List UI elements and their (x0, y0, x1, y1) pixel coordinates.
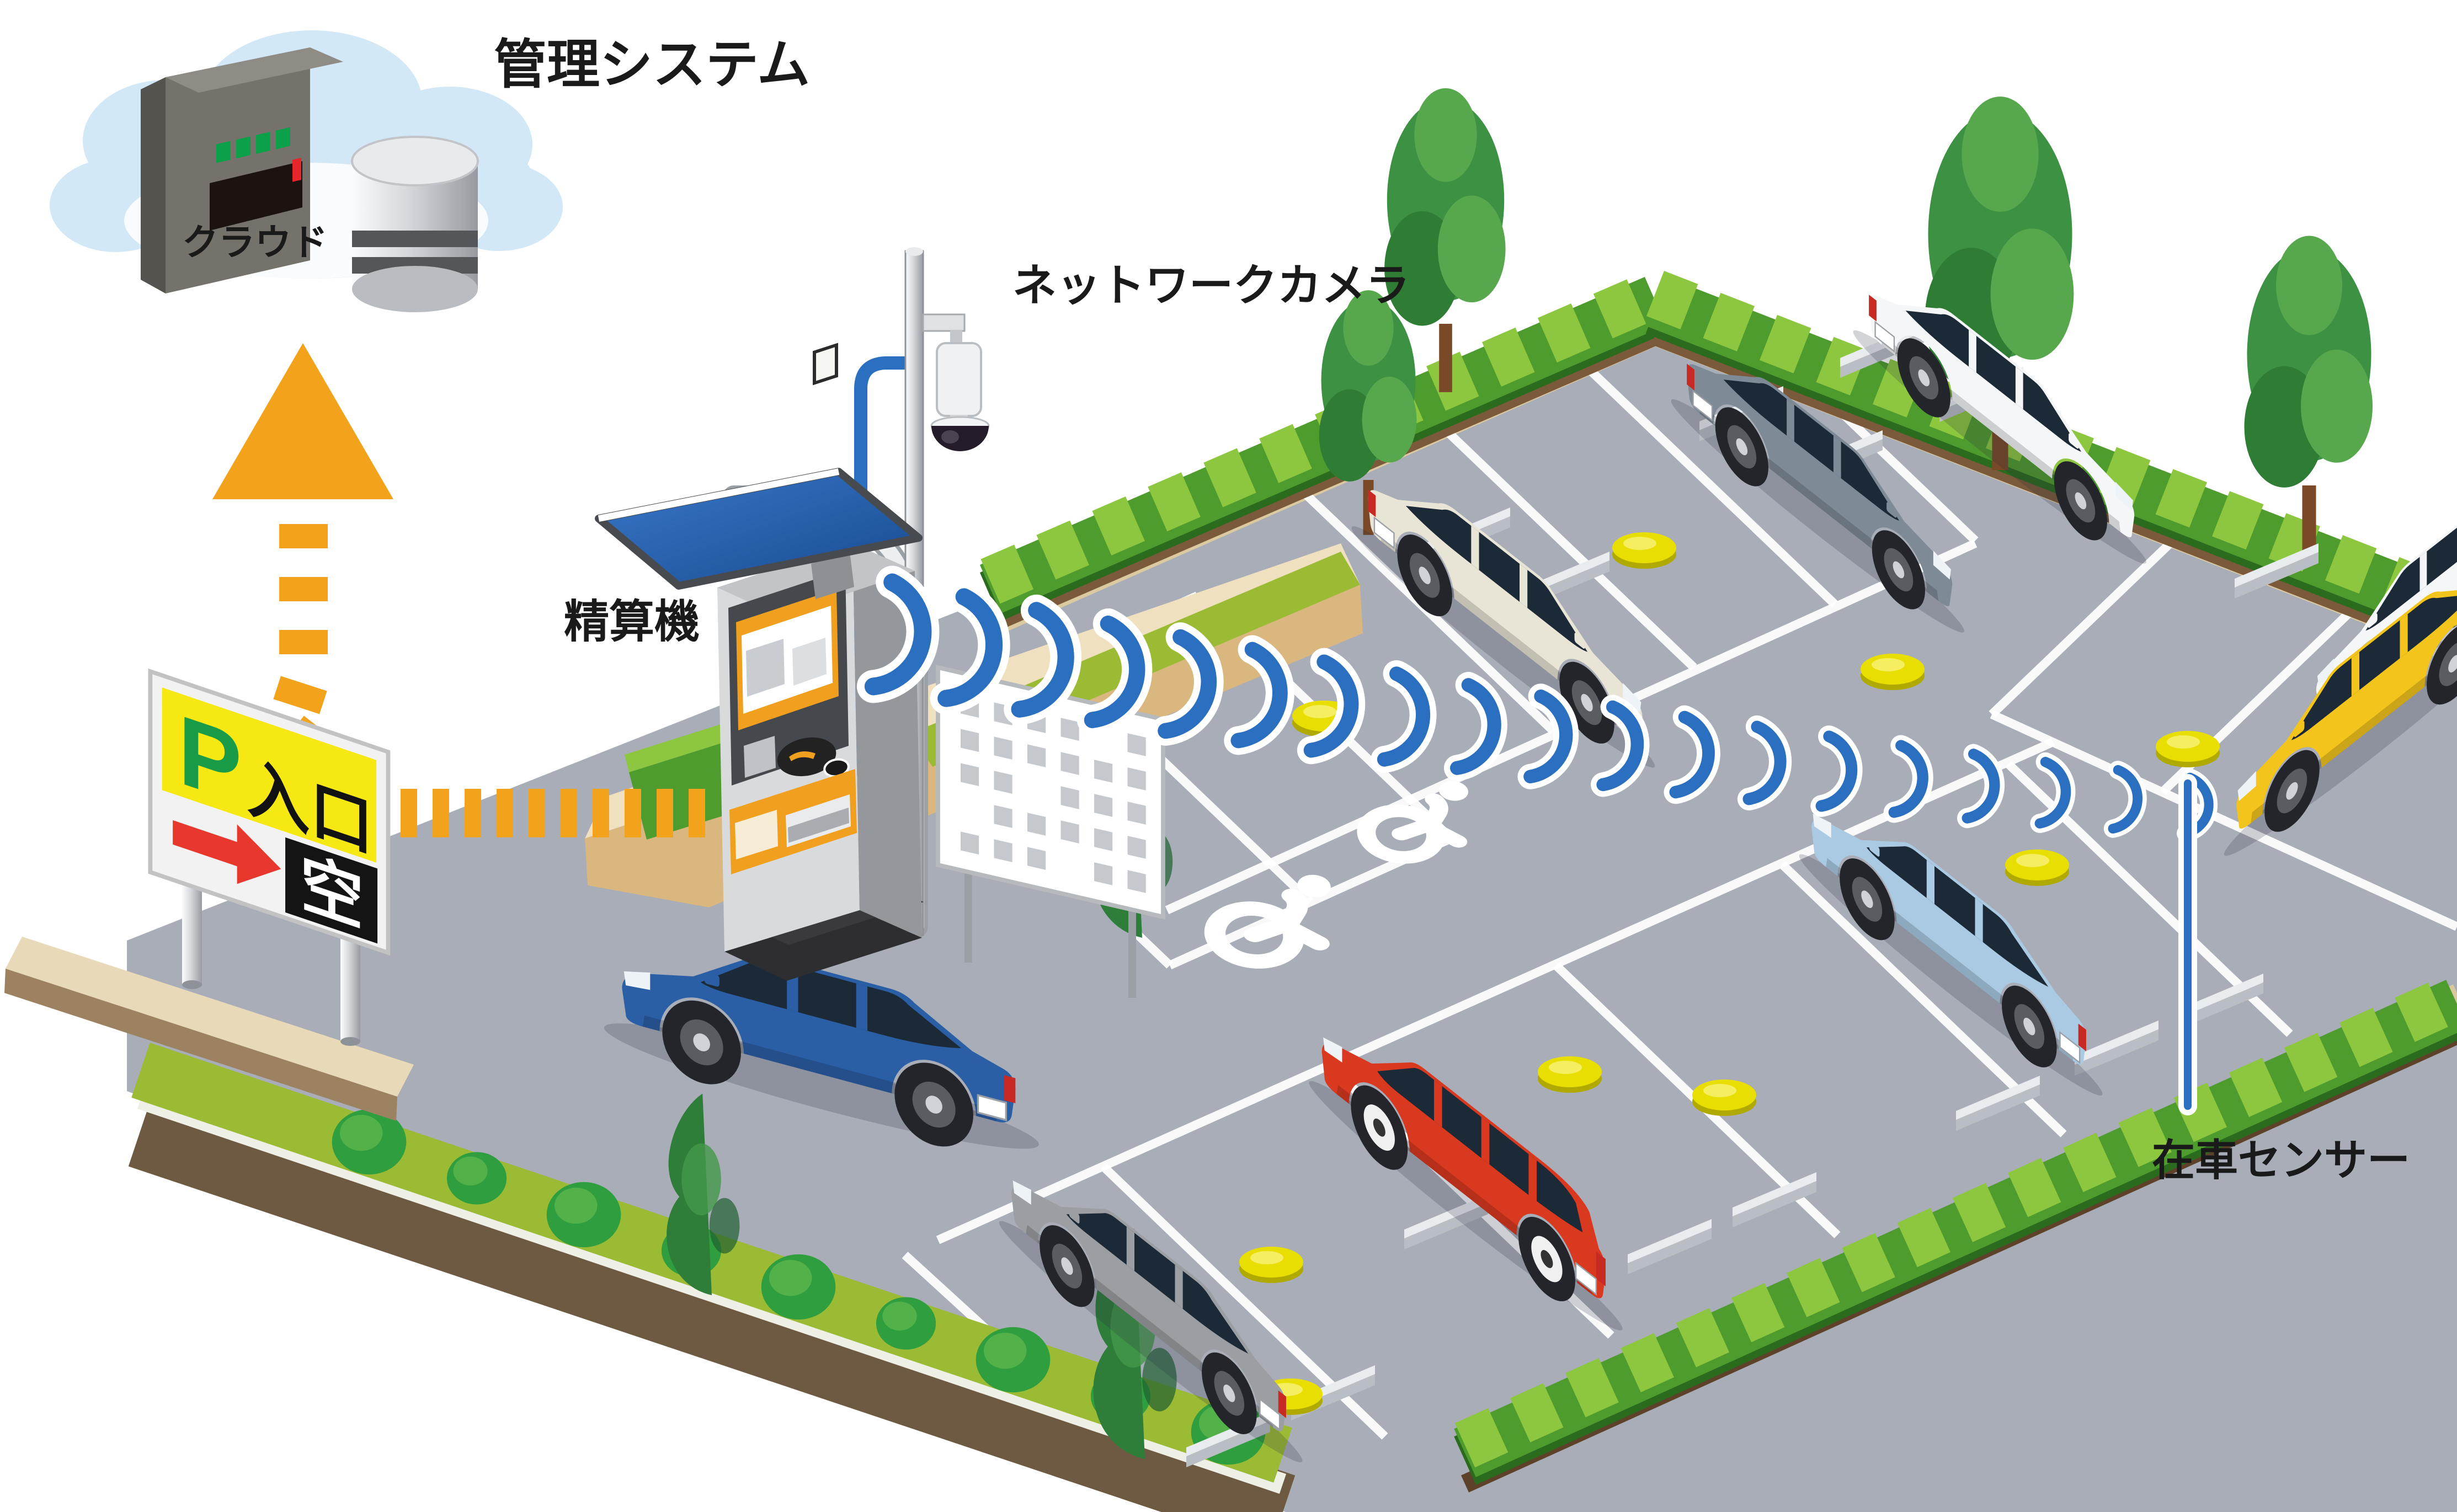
vehicle-sensor-icon (1861, 654, 1925, 690)
dot-sign-cell (1127, 767, 1146, 790)
server-icon (141, 47, 343, 293)
sign-arrow-icon (173, 820, 281, 884)
dot-sign-cell (1127, 836, 1146, 859)
vehicle-sensor-icon (1692, 1080, 1756, 1116)
bush-icon (876, 1297, 936, 1350)
dot-sign-cell (994, 805, 1012, 829)
dot-sign-cell (960, 763, 979, 787)
dot-sign-cell (1060, 718, 1079, 741)
bush-icon (976, 1327, 1051, 1393)
vehicle-sensor-icon (1239, 1247, 1303, 1283)
entrance-sign: P 入口 空 (4, 668, 414, 1121)
network-camera-icon (922, 313, 990, 451)
vehicle-sensor-icon (2156, 731, 2220, 767)
dot-sign-cell (960, 729, 979, 752)
dot-sign-cell (1094, 794, 1113, 817)
database-icon (351, 136, 479, 312)
sign-p-letter: P (178, 694, 242, 825)
dot-sign-cell (1027, 744, 1046, 767)
payment-machine-label: 精算機 (564, 597, 700, 647)
dot-sign-cell (1027, 847, 1046, 870)
vehicle-sensor-icon (1612, 532, 1676, 569)
tree-icon (2244, 236, 2373, 558)
dot-sign-cell (1094, 760, 1113, 783)
data-flow-arrow (212, 343, 705, 837)
cloud-group: クラウド (50, 30, 563, 312)
bush-icon (546, 1182, 621, 1248)
management-system-label: 管理システム (494, 35, 810, 94)
hedge-bottom-right (1454, 974, 2457, 1493)
dot-sign-cell (1060, 820, 1079, 843)
dot-sign-cell (1127, 733, 1146, 756)
bush-icon (761, 1254, 836, 1320)
dot-sign-cell (1094, 828, 1113, 851)
dot-sign-cells (960, 694, 1146, 893)
cloud-label: クラウド (182, 222, 328, 263)
dot-sign-cell (1127, 802, 1146, 825)
payment-machine (717, 343, 924, 981)
dot-sign-cell (1060, 786, 1079, 809)
card-slot (813, 343, 838, 386)
dot-sign-cell (1094, 862, 1113, 885)
vehicle-sensor-icon (1538, 1056, 1602, 1093)
vehicle-sensor-label: 在車センサー (2152, 1136, 2410, 1184)
dot-sign-cell (1060, 752, 1079, 775)
dot-sign-cell (994, 736, 1012, 760)
canopy (595, 468, 923, 599)
bush-icon (446, 1152, 507, 1205)
dot-sign-cell (994, 771, 1012, 794)
network-camera-label: ネットワークカメラ (1012, 261, 1410, 310)
dot-sign-cell (1027, 813, 1046, 836)
dot-sign-cell (994, 839, 1012, 863)
dot-sign-cell (960, 831, 979, 855)
dot-sign-cell (1127, 870, 1146, 893)
vehicle-sensor-icon (2005, 850, 2069, 886)
